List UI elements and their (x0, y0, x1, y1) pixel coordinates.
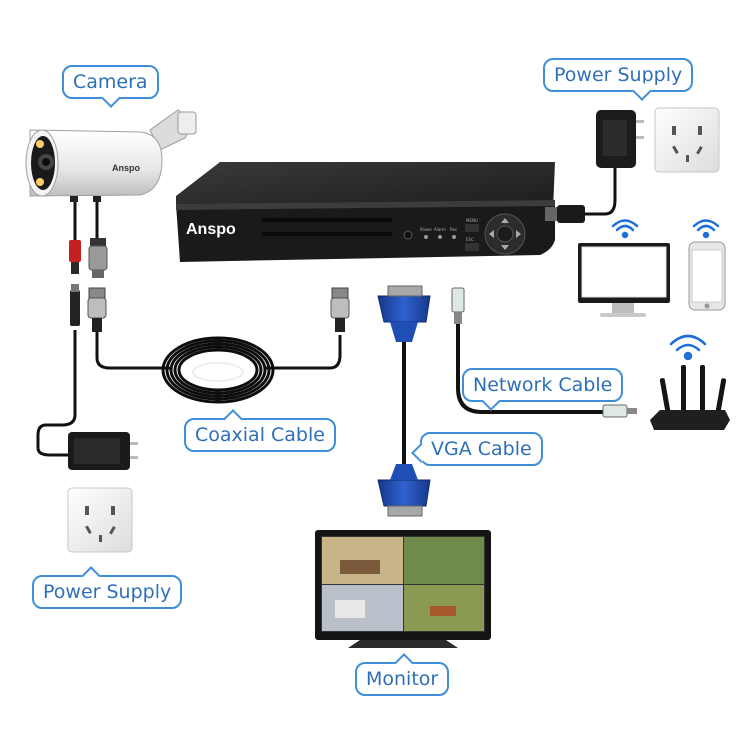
label-power-supply-bottom: Power Supply (32, 566, 183, 609)
dvr-icon (176, 162, 555, 262)
camera-power-cable (36, 198, 77, 457)
dvr-alarm-led-label: Alarm (434, 227, 446, 232)
label-vga-cable-text: VGA Cable (431, 438, 532, 460)
label-monitor: Monitor (355, 653, 450, 696)
monitor-icon (315, 530, 491, 648)
label-camera-text: Camera (73, 71, 148, 93)
wall-socket-icon (654, 107, 720, 173)
power-adapter-icon (596, 110, 644, 168)
dvr-brand: Anspo (186, 221, 236, 238)
power-adapter-icon-bottom (68, 432, 138, 470)
network-cable-line (456, 322, 605, 414)
label-power-supply-bottom-text: Power Supply (43, 581, 172, 603)
dvr-menu-label: MENU (466, 218, 478, 223)
label-power-supply-top: Power Supply (543, 58, 694, 101)
label-coaxial-cable-text: Coaxial Cable (195, 424, 325, 446)
label-network-cable: Network Cable (462, 368, 624, 411)
rj45-connector-icon (451, 287, 637, 418)
camera-pigtail-connectors (69, 238, 108, 278)
bnc-connector-icon (70, 284, 350, 332)
label-camera: Camera (62, 65, 159, 108)
dc-plug-icon (545, 205, 585, 223)
wifi-icon (611, 219, 720, 361)
label-network-cable-text: Network Cable (473, 374, 613, 396)
camera-video-cable (95, 198, 342, 370)
dvr-esc-label: ESC (466, 237, 474, 242)
laptop-icon (578, 243, 670, 317)
label-coaxial-cable: Coaxial Cable (184, 409, 336, 452)
label-power-supply-top-text: Power Supply (554, 64, 683, 86)
camera-icon (25, 109, 197, 202)
dvr-power-cable (583, 165, 617, 216)
dvr-power-led-label: Power (420, 227, 432, 232)
phone-icon (688, 241, 726, 311)
camera-brand: Anspo (112, 163, 141, 173)
label-vga-cable: VGA Cable (411, 432, 543, 466)
dvr-rec-led-label: Rec (450, 227, 457, 232)
wall-socket-icon-bottom (67, 487, 133, 553)
router-icon (650, 365, 730, 430)
coil-icon (161, 336, 275, 404)
label-monitor-text: Monitor (366, 668, 439, 690)
vga-connector-icon (377, 285, 431, 517)
